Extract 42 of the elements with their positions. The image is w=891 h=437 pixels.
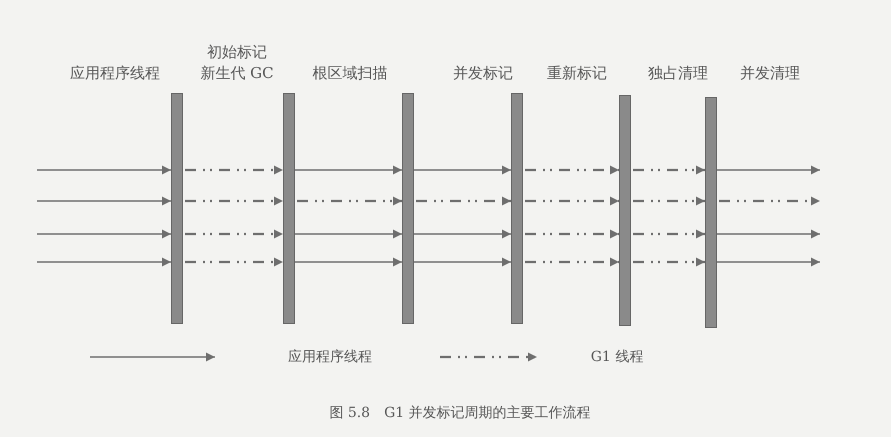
arrow <box>185 166 283 174</box>
arrow <box>525 196 619 206</box>
arrow <box>633 230 705 238</box>
arrow <box>719 196 820 206</box>
arrow <box>525 258 619 266</box>
arrow <box>717 166 820 174</box>
arrow <box>295 230 402 238</box>
arrow <box>414 166 511 174</box>
figure-caption: 图 5.8 G1 并发标记周期的主要工作流程 <box>329 404 591 422</box>
arrow <box>185 196 283 206</box>
arrow <box>633 258 705 266</box>
arrow <box>525 230 619 238</box>
arrow <box>295 166 402 174</box>
arrow <box>295 258 402 266</box>
arrow <box>525 166 619 174</box>
arrow <box>37 196 171 206</box>
vertical-bar <box>402 93 414 324</box>
arrow <box>633 196 705 206</box>
vertical-bar <box>283 93 295 324</box>
vertical-bar <box>619 95 631 326</box>
arrow <box>717 230 820 238</box>
phase-label: 新生代 GC <box>200 66 274 81</box>
arrow <box>37 258 171 266</box>
arrow <box>414 230 511 238</box>
vertical-bar <box>511 93 523 324</box>
arrow <box>37 166 171 174</box>
phase-label: 初始标记 <box>207 45 267 60</box>
vertical-bar <box>171 93 183 324</box>
vertical-bar <box>705 97 717 328</box>
arrow <box>633 166 705 174</box>
arrow <box>414 258 511 266</box>
arrow <box>297 196 402 206</box>
legend-label: G1 线程 <box>590 350 644 364</box>
arrow <box>416 196 511 206</box>
arrow <box>185 258 283 266</box>
phase-label: 根区域扫描 <box>312 66 388 81</box>
legend-label: 应用程序线程 <box>288 350 372 364</box>
phase-label: 重新标记 <box>547 66 607 81</box>
arrow <box>717 258 820 266</box>
arrow <box>185 230 283 238</box>
phase-label: 独占清理 <box>648 66 708 81</box>
arrow <box>37 230 171 238</box>
